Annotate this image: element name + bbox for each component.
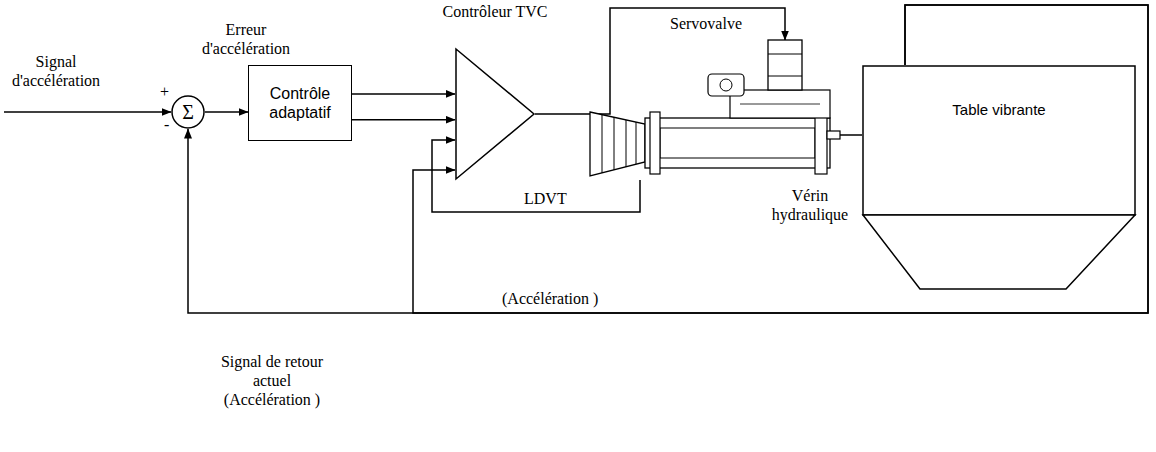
signal-line (352, 119, 455, 121)
signal-line (840, 134, 862, 136)
process-box: Contrôle adaptatif (248, 65, 352, 141)
node-outline (455, 48, 535, 180)
hydraulic-actuator: ServovalveVérin hydraulique (590, 40, 840, 180)
node-sublabel: Vérin hydraulique (768, 186, 852, 224)
input-signal-label: Signal d'accélération (6, 52, 106, 90)
node-outline (862, 65, 1136, 290)
signal-line (205, 111, 248, 113)
signal-line (352, 93, 455, 95)
signal-line (188, 5, 1148, 313)
node-label: Table vibrante (862, 101, 1136, 119)
feedback-label: Signal de retour actuel (Accélération ) (212, 352, 332, 410)
node-label: Contrôle adaptatif (255, 84, 345, 122)
summing-junction: Σ (171, 95, 205, 129)
error-label: Erreur d'accélération (196, 20, 296, 58)
sign-minus: - (164, 115, 169, 134)
line-label: (Accélération ) (500, 289, 600, 308)
signal-line (413, 5, 1148, 313)
sign-plus: + (160, 82, 169, 101)
node-label: Contrôleur TVC (440, 2, 550, 21)
line-label: LDVT (522, 189, 569, 208)
amplifier-triangle: Contrôleur TVC (455, 48, 535, 180)
node-label: Σ (182, 100, 194, 124)
input-signal-line (4, 111, 171, 113)
shake-table: Table vibrante (862, 65, 1136, 290)
actuator-illustration (590, 40, 840, 180)
node-label: Servovalve (670, 14, 742, 33)
